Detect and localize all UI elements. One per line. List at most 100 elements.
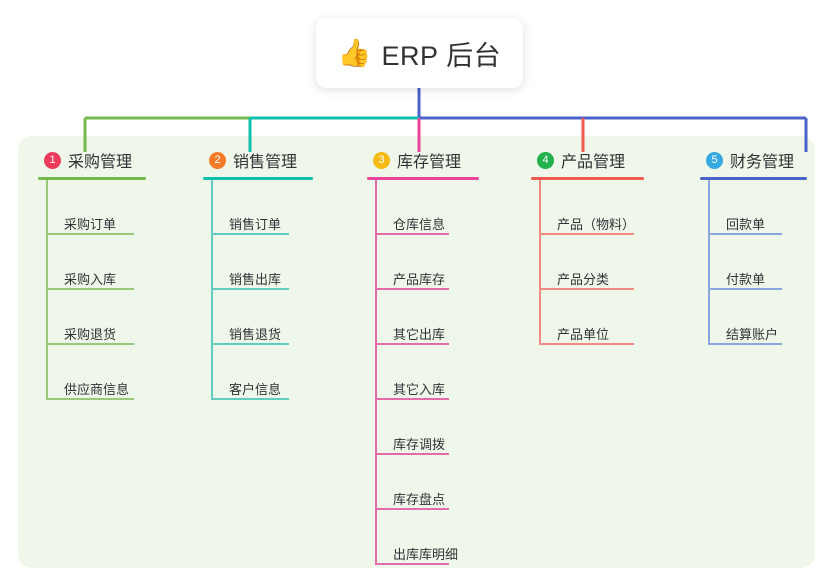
branch-leaf-list: 采购订单采购入库采购退货供应商信息 bbox=[38, 180, 146, 400]
branch-spine bbox=[708, 180, 710, 345]
diagram-board bbox=[18, 136, 815, 568]
leaf-label: 客户信息 bbox=[229, 382, 282, 397]
branch-label: 产品管理 bbox=[561, 154, 626, 171]
leaf-label: 产品单位 bbox=[557, 327, 610, 342]
leaf-label: 产品库存 bbox=[393, 272, 446, 287]
branch-1[interactable]: 1 采购管理采购订单采购入库采购退货供应商信息 bbox=[38, 148, 146, 400]
leaf-underline bbox=[375, 453, 449, 455]
leaf-underline bbox=[211, 233, 289, 235]
leaf-label: 回款单 bbox=[726, 217, 766, 232]
branch-header-4[interactable]: 4 产品管理 bbox=[531, 148, 644, 172]
branch-header-5[interactable]: 5 财务管理 bbox=[700, 148, 807, 172]
branch-number-badge: 4 bbox=[537, 151, 554, 169]
leaf-node[interactable]: 产品分类 bbox=[539, 235, 644, 290]
leaf-node[interactable]: 销售订单 bbox=[211, 180, 313, 235]
leaf-node[interactable]: 采购退货 bbox=[46, 290, 146, 345]
leaf-node[interactable]: 出库库明细 bbox=[375, 510, 479, 565]
branch-leaf-list: 仓库信息产品库存其它出库其它入库库存调拨库存盘点出库库明细 bbox=[367, 180, 479, 565]
branch-spine bbox=[539, 180, 541, 345]
leaf-underline bbox=[375, 343, 449, 345]
branch-header-3[interactable]: 3 库存管理 bbox=[367, 148, 479, 172]
branch-spine bbox=[211, 180, 213, 400]
leaf-underline bbox=[539, 288, 634, 290]
branch-header-1[interactable]: 1 采购管理 bbox=[38, 148, 146, 172]
branch-3[interactable]: 3 库存管理仓库信息产品库存其它出库其它入库库存调拨库存盘点出库库明细 bbox=[367, 148, 479, 565]
leaf-node[interactable]: 销售退货 bbox=[211, 290, 313, 345]
branch-underline bbox=[700, 177, 807, 180]
leaf-node[interactable]: 回款单 bbox=[708, 180, 807, 235]
leaf-label: 供应商信息 bbox=[64, 382, 130, 397]
leaf-node[interactable]: 结算账户 bbox=[708, 290, 807, 345]
leaf-underline bbox=[211, 343, 289, 345]
leaf-label: 仓库信息 bbox=[393, 217, 446, 232]
branch-leaf-list: 销售订单销售出库销售退货客户信息 bbox=[203, 180, 313, 400]
branch-5[interactable]: 5 财务管理回款单付款单结算账户 bbox=[700, 148, 807, 345]
leaf-node[interactable]: 库存调拨 bbox=[375, 400, 479, 455]
thumbs-up-icon: 👍 bbox=[337, 37, 372, 68]
leaf-label: 结算账户 bbox=[726, 327, 779, 342]
branch-number-badge: 5 bbox=[706, 151, 723, 169]
leaf-node[interactable]: 客户信息 bbox=[211, 345, 313, 400]
branch-4[interactable]: 4 产品管理产品（物料） 产品分类产品单位 bbox=[531, 148, 644, 345]
leaf-underline bbox=[375, 288, 449, 290]
leaf-underline bbox=[708, 288, 782, 290]
branch-header-2[interactable]: 2 销售管理 bbox=[203, 148, 313, 172]
leaf-label: 付款单 bbox=[726, 272, 766, 287]
leaf-label: 库存盘点 bbox=[393, 492, 446, 507]
leaf-node[interactable]: 采购入库 bbox=[46, 235, 146, 290]
branch-underline bbox=[531, 177, 644, 180]
leaf-label: 其它出库 bbox=[393, 327, 446, 342]
leaf-label: 其它入库 bbox=[393, 382, 446, 397]
leaf-node[interactable]: 付款单 bbox=[708, 235, 807, 290]
leaf-label: 销售出库 bbox=[229, 272, 282, 287]
leaf-node[interactable]: 供应商信息 bbox=[46, 345, 146, 400]
branch-underline bbox=[367, 177, 479, 180]
branch-leaf-list: 产品（物料） 产品分类产品单位 bbox=[531, 180, 644, 345]
branch-spine bbox=[375, 180, 377, 565]
root-title: ERP 后台 bbox=[381, 40, 502, 71]
leaf-underline bbox=[539, 343, 634, 345]
leaf-label: 产品（物料） bbox=[557, 217, 636, 232]
leaf-node[interactable]: 仓库信息 bbox=[375, 180, 479, 235]
leaf-node[interactable]: 其它入库 bbox=[375, 345, 479, 400]
leaf-underline bbox=[46, 288, 134, 290]
branch-leaf-list: 回款单付款单结算账户 bbox=[700, 180, 807, 345]
branch-underline bbox=[203, 177, 313, 180]
leaf-underline bbox=[46, 233, 134, 235]
leaf-label: 产品分类 bbox=[557, 272, 610, 287]
leaf-underline bbox=[708, 233, 782, 235]
leaf-underline bbox=[211, 398, 289, 400]
leaf-label: 出库库明细 bbox=[393, 547, 459, 562]
leaf-label: 采购退货 bbox=[64, 327, 117, 342]
branch-number-badge: 1 bbox=[44, 151, 61, 169]
branch-label: 销售管理 bbox=[233, 154, 298, 171]
leaf-node[interactable]: 采购订单 bbox=[46, 180, 146, 235]
branch-number-badge: 2 bbox=[209, 151, 226, 169]
branch-2[interactable]: 2 销售管理销售订单销售出库销售退货客户信息 bbox=[203, 148, 313, 400]
branch-underline bbox=[38, 177, 146, 180]
leaf-underline bbox=[375, 563, 449, 565]
leaf-node[interactable]: 产品（物料） bbox=[539, 180, 644, 235]
branch-spine bbox=[46, 180, 48, 400]
leaf-underline bbox=[539, 233, 634, 235]
leaf-underline bbox=[46, 398, 134, 400]
leaf-underline bbox=[708, 343, 782, 345]
leaf-label: 采购入库 bbox=[64, 272, 117, 287]
root-node[interactable]: 👍 ERP 后台 bbox=[316, 18, 523, 88]
branch-label: 库存管理 bbox=[397, 154, 462, 171]
leaf-node[interactable]: 产品单位 bbox=[539, 290, 644, 345]
branch-number-badge: 3 bbox=[373, 151, 390, 169]
leaf-underline bbox=[211, 288, 289, 290]
leaf-node[interactable]: 产品库存 bbox=[375, 235, 479, 290]
leaf-node[interactable]: 销售出库 bbox=[211, 235, 313, 290]
branch-label: 采购管理 bbox=[68, 154, 133, 171]
leaf-node[interactable]: 其它出库 bbox=[375, 290, 479, 345]
leaf-label: 采购订单 bbox=[64, 217, 117, 232]
branch-label: 财务管理 bbox=[730, 154, 795, 171]
leaf-underline bbox=[375, 233, 449, 235]
leaf-node[interactable]: 库存盘点 bbox=[375, 455, 479, 510]
leaf-underline bbox=[375, 398, 449, 400]
leaf-label: 库存调拨 bbox=[393, 437, 446, 452]
leaf-label: 销售退货 bbox=[229, 327, 282, 342]
